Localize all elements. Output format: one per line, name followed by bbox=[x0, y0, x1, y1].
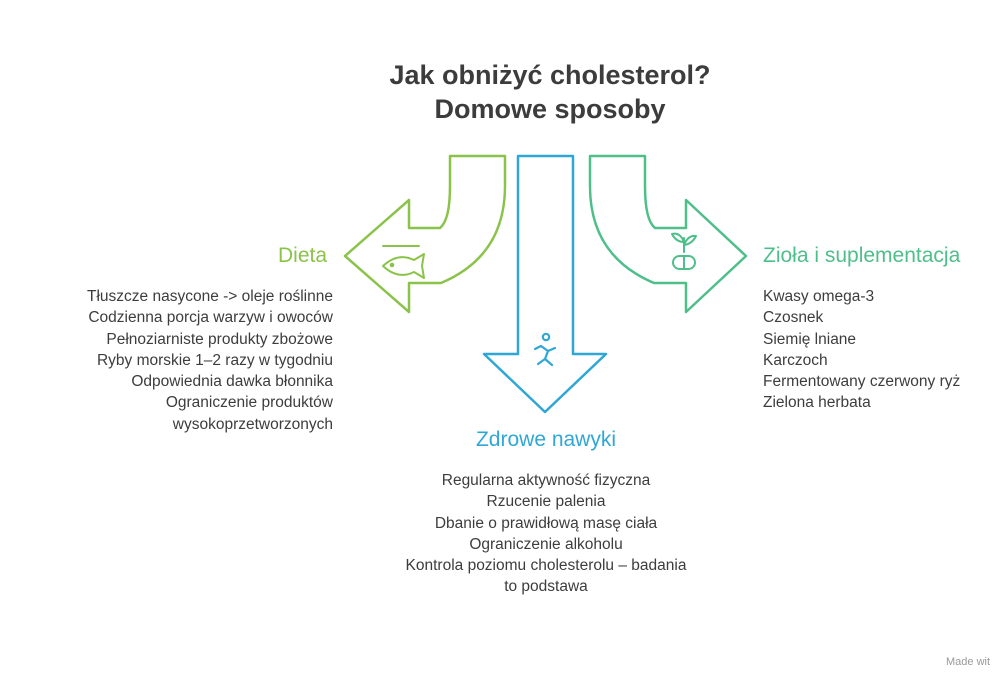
list-item: Odpowiednia dawka błonnika bbox=[131, 373, 333, 391]
zdrowe-heading: Zdrowe nawyki bbox=[475, 428, 617, 451]
dieta-list: Tłuszcze nasycone -> oleje roślinne Codz… bbox=[87, 286, 333, 435]
plant-pill-icon bbox=[671, 232, 697, 270]
list-item: Rzucenie palenia bbox=[486, 493, 606, 511]
list-item: Kwasy omega-3 bbox=[763, 288, 875, 305]
fish-icon bbox=[382, 245, 425, 279]
dieta-arrow bbox=[343, 154, 507, 314]
list-item: Karczoch bbox=[763, 351, 828, 369]
zdrowe-list: Regularna aktywność fizyczna Rzucenie pa… bbox=[0, 470, 1000, 598]
ziola-arrow bbox=[588, 154, 748, 314]
ziola-list: Kwasy omega-3 Czosnek Siemię lniane Karc… bbox=[763, 286, 960, 414]
running-person-icon bbox=[533, 332, 557, 367]
list-item: Regularna aktywność fizyczna bbox=[441, 472, 651, 489]
list-item: Pełnoziarniste produkty zbożowe bbox=[106, 330, 333, 348]
list-item: Ograniczenie alkoholu bbox=[469, 535, 623, 553]
list-item: Ryby morskie 1–2 razy w tygodniu bbox=[96, 351, 333, 369]
list-item: Tłuszcze nasycone -> oleje roślinne bbox=[87, 288, 333, 305]
zdrowe-arrow bbox=[482, 154, 608, 414]
list-item: Zielona herbata bbox=[763, 394, 871, 412]
list-item: Ograniczenie produktów bbox=[165, 394, 333, 412]
diagram-title: Jak obniżyć cholesterol? Domowe sposoby bbox=[0, 58, 1000, 126]
list-item: Kontrola poziomu cholesterolu – badania bbox=[405, 557, 687, 575]
ziola-heading: Zioła i suplementacja bbox=[763, 244, 961, 267]
list-item: to podstawa bbox=[504, 578, 588, 596]
list-item: Czosnek bbox=[763, 309, 824, 327]
list-item: wysokoprzetworzonych bbox=[172, 415, 333, 433]
list-item: Fermentowany czerwony ryż bbox=[763, 373, 961, 391]
dieta-heading: Dieta bbox=[278, 244, 328, 267]
title-line-1: Jak obniżyć cholesterol? bbox=[389, 60, 711, 90]
title-line-2: Domowe sposoby bbox=[434, 94, 666, 124]
list-item: Siemię lniane bbox=[763, 330, 857, 348]
made-with-watermark: Made wit bbox=[946, 656, 991, 668]
list-item: Codzienna porcja warzyw i owoców bbox=[88, 309, 333, 327]
list-item: Dbanie o prawidłową masę ciała bbox=[434, 514, 658, 532]
